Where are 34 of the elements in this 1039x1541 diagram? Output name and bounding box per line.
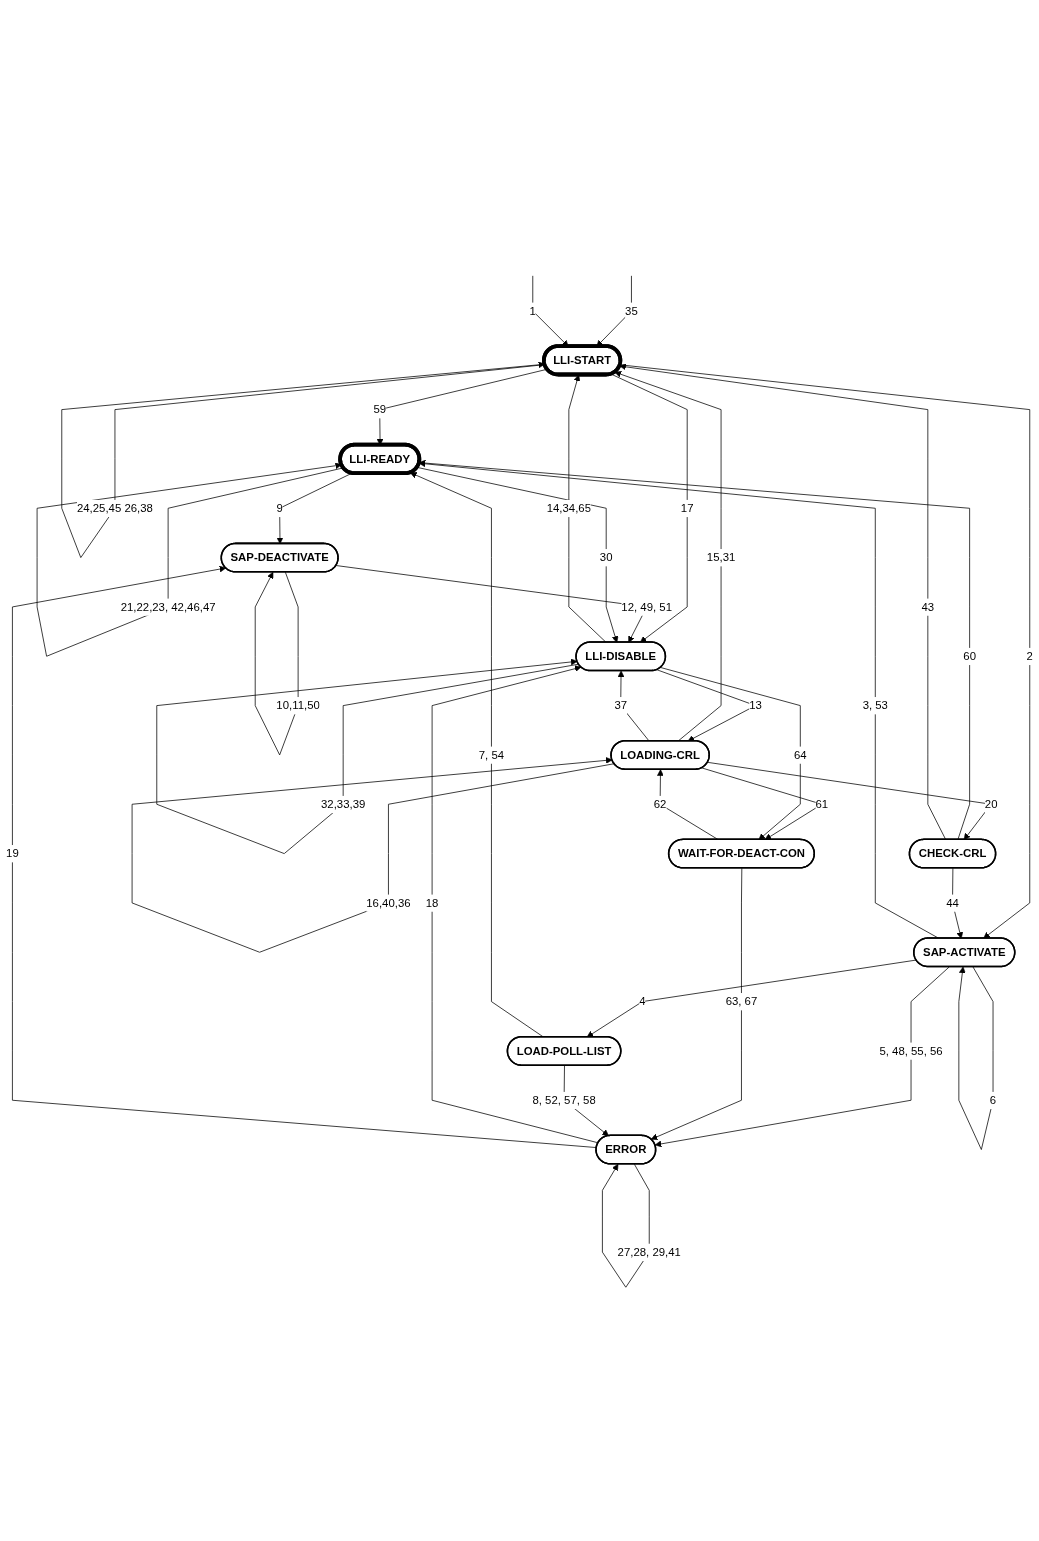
edge-label: 64	[793, 748, 807, 762]
edge-label: 14,34,65	[546, 501, 592, 515]
edge-label: 7, 54	[478, 748, 505, 762]
edge-label: 21,22,23, 42,46,47	[120, 600, 216, 614]
edge-label: 5, 48, 55, 56	[879, 1044, 943, 1058]
edge-label: 16,40,36	[366, 896, 411, 910]
edge-label: 44	[946, 896, 959, 910]
edge-label: 61	[815, 797, 829, 811]
edge-label: 27,28, 29,41	[617, 1245, 681, 1259]
edge-label: 17	[680, 501, 694, 515]
edge-label: 35	[625, 304, 638, 318]
edge-label: 30	[599, 550, 613, 564]
edge-label: 32,33,39	[321, 797, 366, 811]
edge-label: 18	[425, 896, 439, 910]
edge-label: 4	[639, 994, 646, 1008]
edge-label: 20	[984, 797, 998, 811]
edge-label: 13	[749, 698, 762, 712]
edge-label: 3, 53	[862, 698, 888, 712]
edge-label: 37	[614, 698, 628, 712]
edge-label: 12, 49, 51	[621, 600, 673, 614]
edge-label: 8, 52, 57, 58	[532, 1093, 596, 1107]
edge-label: 19	[6, 846, 19, 860]
edge-label: 9	[276, 501, 283, 515]
edge-label: 2	[1026, 649, 1033, 663]
edge-label: 24,25,45 26,38	[76, 501, 153, 515]
edge-label: 63, 67	[725, 994, 758, 1008]
edge-label: 6	[989, 1093, 997, 1107]
edge-label: 59	[373, 402, 387, 416]
edge-label: 43	[921, 600, 935, 614]
edge-label: 15,31	[706, 550, 736, 564]
edge-label: 10,11,50	[276, 698, 320, 712]
edge-label: 1	[529, 304, 536, 318]
edge-label: 62	[653, 797, 667, 811]
edge-label: 60	[963, 649, 976, 663]
